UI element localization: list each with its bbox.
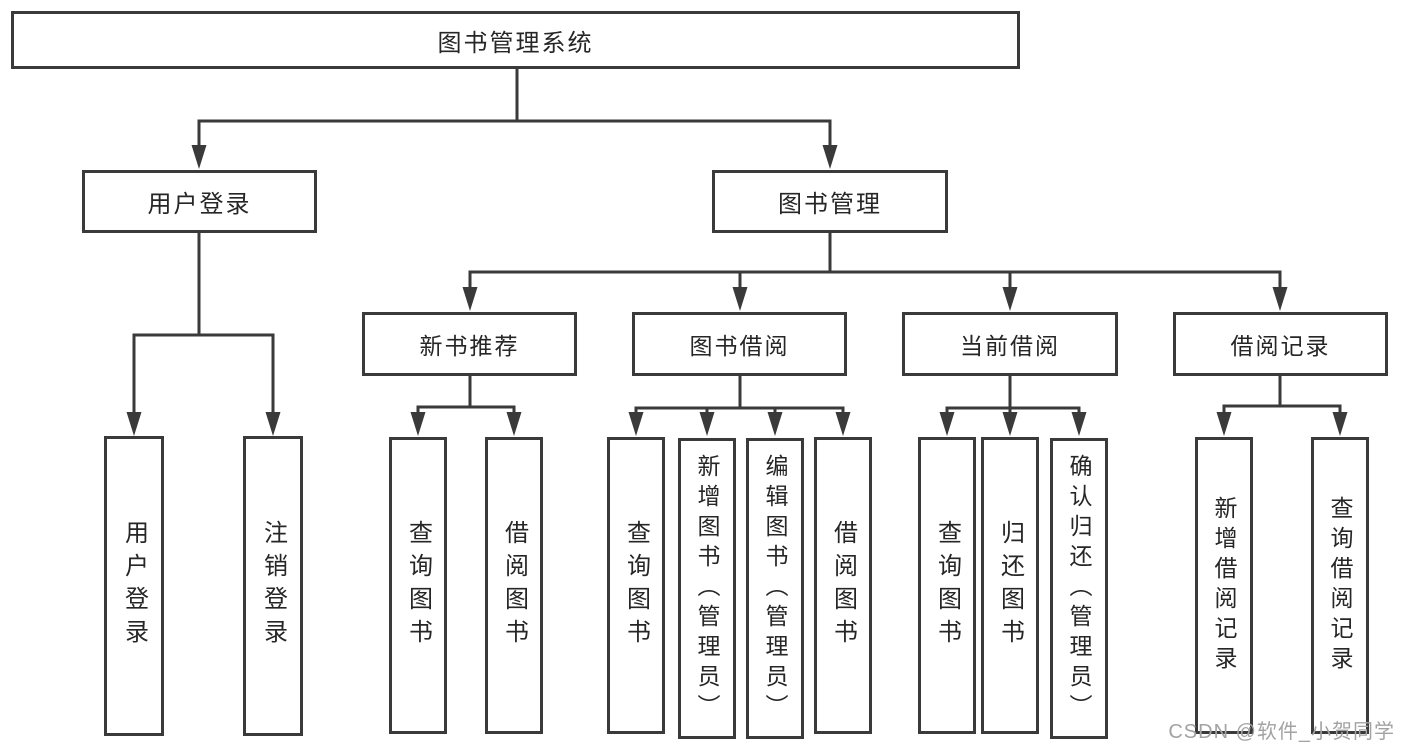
- node-label: 图书管理: [778, 191, 882, 218]
- leaf-borrow-books: 借阅图书: [814, 437, 872, 734]
- node-label: 用户登录: [120, 520, 148, 652]
- node-label: 借阅图书: [829, 519, 857, 652]
- node-label: 当前借阅: [960, 333, 1060, 359]
- node-label: 查询借阅记录: [1327, 495, 1353, 676]
- node-borrow-records: 借阅记录: [1173, 312, 1388, 376]
- node-label: 新书推荐: [419, 333, 520, 359]
- node-label: 新增借阅记录: [1211, 495, 1237, 676]
- leaf-edit-book-admin: 编辑图书（管理员）: [746, 438, 804, 739]
- leaf-add-borrow-record: 新增借阅记录: [1195, 437, 1253, 734]
- node-book-borrow: 图书借阅: [632, 312, 847, 376]
- node-label: 查询图书: [622, 519, 650, 652]
- node-library-management-system: 图书管理系统: [11, 11, 1020, 69]
- node-label: 查询图书: [404, 519, 432, 652]
- node-label: 图书管理系统: [437, 29, 594, 57]
- node-user-login: 用户登录: [82, 170, 317, 233]
- leaf-recommend-search-books: 查询图书: [389, 437, 447, 734]
- node-label: 确认归还（管理员）: [1066, 453, 1092, 724]
- leaf-return-books: 归还图书: [981, 437, 1039, 734]
- node-label: 查询图书: [933, 519, 961, 652]
- node-label: 用户登录: [147, 191, 252, 218]
- node-current-borrow: 当前借阅: [902, 312, 1118, 376]
- csdn-watermark: CSDN @软件_小贺同学: [1168, 721, 1395, 743]
- node-new-book-recommend: 新书推荐: [362, 312, 577, 376]
- node-label: 借阅图书: [500, 519, 528, 652]
- leaf-recommend-borrow-books: 借阅图书: [485, 437, 543, 734]
- node-label: 借阅记录: [1230, 333, 1331, 359]
- leaf-add-book-admin: 新增图书（管理员）: [678, 438, 736, 739]
- leaf-confirm-return-admin: 确认归还（管理员）: [1050, 438, 1108, 739]
- node-label: 注销登录: [259, 520, 287, 652]
- leaf-borrow-search-books: 查询图书: [607, 437, 665, 734]
- leaf-logout: 注销登录: [243, 436, 303, 736]
- leaf-user-login: 用户登录: [104, 436, 164, 736]
- node-label: 编辑图书（管理员）: [762, 453, 788, 724]
- leaf-current-search-books: 查询图书: [918, 437, 976, 734]
- node-book-management: 图书管理: [712, 170, 948, 233]
- node-label: 归还图书: [996, 519, 1024, 652]
- leaf-search-borrow-record: 查询借阅记录: [1311, 437, 1369, 734]
- node-label: 新增图书（管理员）: [694, 453, 720, 724]
- node-label: 图书借阅: [689, 333, 790, 359]
